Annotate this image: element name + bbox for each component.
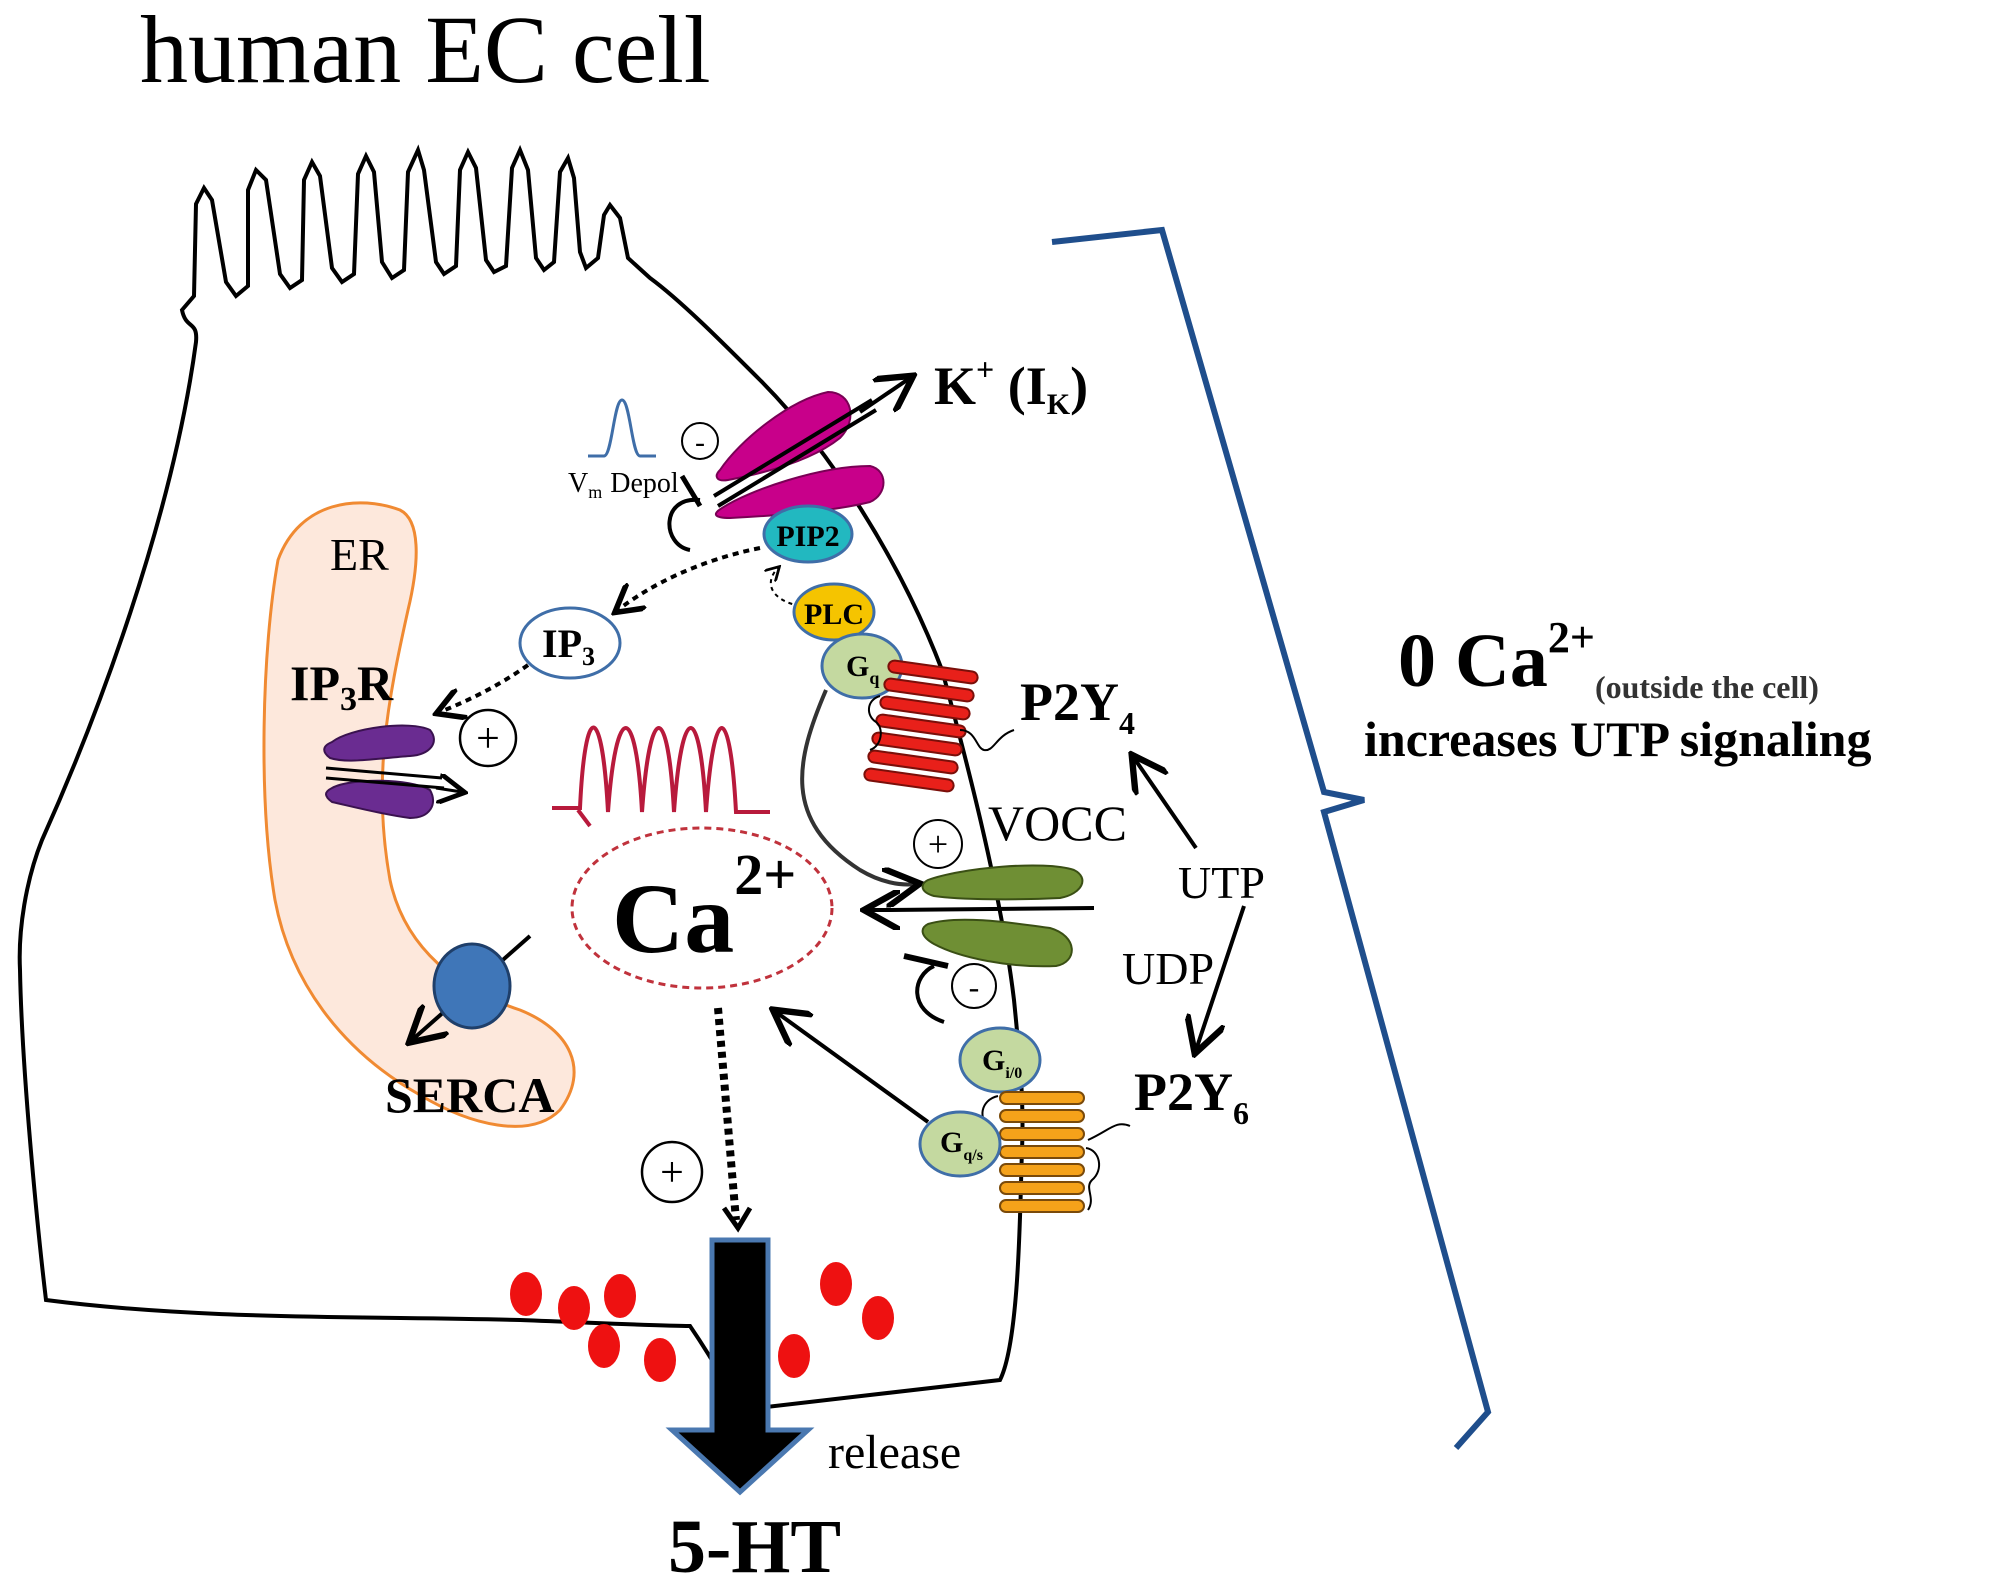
er-label: ER — [330, 529, 389, 580]
inhibition-k-curve — [667, 497, 701, 552]
udp-label: UDP — [1122, 943, 1214, 994]
arrow-ca-to-release — [714, 1007, 740, 1221]
er-organelle — [262, 501, 576, 1128]
svg-text:Gq: Gq — [846, 650, 879, 688]
arrow-utp-to-p2y4 — [1134, 758, 1198, 850]
serotonin-label: 5-HT — [668, 1505, 841, 1578]
arrow-ip3-to-ip3r — [440, 663, 530, 712]
p2y4-label: P2Y4 — [1020, 672, 1135, 741]
side-note: 0 Ca2+(outside the cell) increases UTP s… — [1364, 613, 1871, 767]
ip3r-channel: IP3R — [290, 655, 462, 820]
gq-protein: Gq — [820, 632, 904, 700]
svg-text:+: + — [928, 824, 948, 864]
arrow-pip2-to-ip3 — [618, 546, 761, 610]
p2y6-label: P2Y6 — [1134, 1062, 1249, 1131]
vocc-label: VOCC — [988, 795, 1127, 851]
plc: PLC — [771, 568, 876, 642]
svg-text:PIP2: PIP2 — [776, 520, 839, 553]
plus-badge-vocc: + — [913, 819, 963, 869]
svg-text:Gi/0: Gi/0 — [982, 1044, 1022, 1082]
serca-label: SERCA — [385, 1067, 554, 1123]
plus-badge-ip3r: + — [458, 708, 518, 768]
arrow-gqs-to-ca — [776, 1012, 930, 1124]
inhibition-vocc-curve — [915, 964, 945, 1024]
svg-text:increases UTP signaling: increases UTP signaling — [1364, 711, 1871, 767]
svg-text:Gq/s: Gq/s — [940, 1126, 983, 1164]
bracket — [1051, 226, 1492, 1450]
utp-label: UTP — [1178, 857, 1265, 908]
svg-text:-: - — [695, 426, 705, 459]
svg-text:-: - — [969, 969, 980, 1005]
serca-pump: SERCA — [385, 934, 554, 1123]
ca-pool: Ca2+ — [570, 826, 834, 990]
cell-membrane — [17, 144, 1025, 1413]
arrow-gq-to-vocc — [800, 689, 916, 884]
plus-badge-release: + — [640, 1140, 704, 1204]
minus-badge-k: - — [681, 422, 719, 460]
vocc-channel — [868, 864, 1095, 968]
release-label: release — [828, 1426, 961, 1479]
gqs-protein: Gq/s — [918, 1110, 1002, 1178]
k-channel: K+ (IK) — [712, 351, 1088, 520]
svg-text:PLC: PLC — [804, 598, 864, 631]
p2y6-receptor — [999, 1091, 1085, 1213]
serotonin-release-arrow — [665, 1237, 815, 1496]
p2y4-receptor — [863, 659, 979, 793]
arrow-udp-to-p2y6 — [1196, 905, 1246, 1050]
ca-oscillation-trace — [552, 725, 770, 814]
page-title: human EC cell — [140, 0, 711, 103]
pip2: PIP2 — [762, 504, 854, 564]
ip3-molecule: IP3 — [518, 606, 622, 680]
gi0-protein: Gi/0 — [958, 1026, 1042, 1094]
svg-text:Ca2+: Ca2+ — [612, 842, 796, 974]
arrow-plc-to-pip2 — [771, 568, 801, 607]
svg-text:+: + — [660, 1150, 684, 1196]
svg-text:IP3R: IP3R — [290, 655, 394, 718]
serotonin-vesicles — [510, 1262, 894, 1382]
svg-text:+: + — [476, 716, 500, 762]
minus-badge-vocc: - — [951, 963, 997, 1009]
svg-text:K+ (IK): K+ (IK) — [934, 351, 1088, 421]
svg-text:0 Ca2+(outside the cell): 0 Ca2+(outside the cell) — [1398, 613, 1819, 705]
svg-text:IP3: IP3 — [542, 621, 595, 671]
